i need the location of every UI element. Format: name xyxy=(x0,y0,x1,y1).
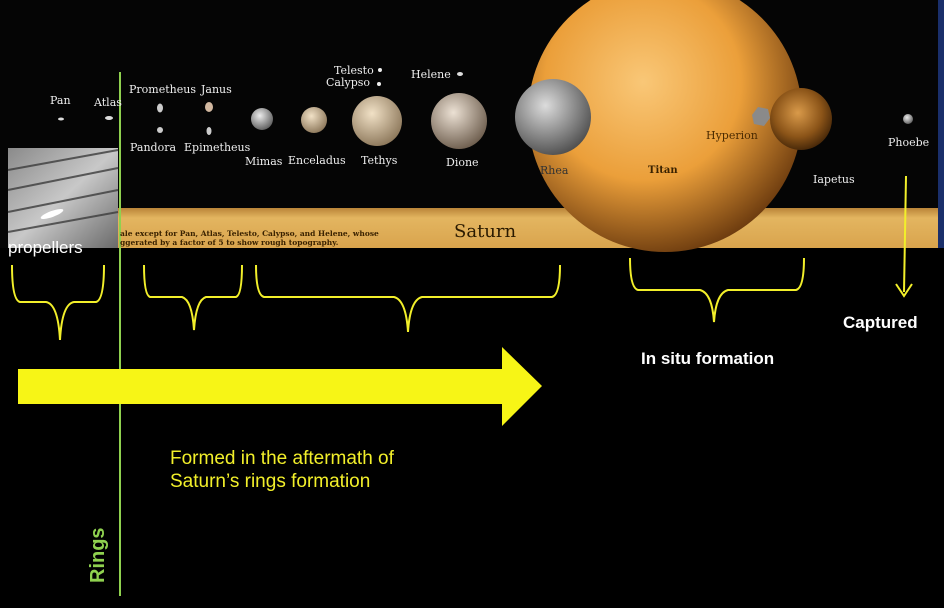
janus-label: Janus xyxy=(201,83,232,96)
helene-moon xyxy=(457,72,463,76)
calypso-label: Calypso xyxy=(326,76,370,89)
atlas-label: Atlas xyxy=(94,96,122,109)
pan-moon xyxy=(58,118,64,121)
saturn-label: Saturn xyxy=(454,221,516,242)
mimas-label: Mimas xyxy=(245,155,282,168)
tethys-moon xyxy=(352,96,402,146)
aftermath-text: Formed in the aftermath of Saturn’s ring… xyxy=(170,447,394,493)
rings-label: Rings xyxy=(87,527,110,583)
bracket-in-situ xyxy=(630,258,804,322)
bracket-inner-moons xyxy=(144,265,242,330)
epimetheus-label: Epimetheus xyxy=(184,141,250,154)
enceladus-label: Enceladus xyxy=(288,154,346,167)
iapetus-label: Iapetus xyxy=(813,173,855,186)
rhea-moon xyxy=(515,79,591,155)
rhea-label: Rhea xyxy=(540,164,568,177)
telesto-moon xyxy=(377,82,381,86)
phoebe-moon xyxy=(903,114,913,124)
mimas-moon xyxy=(251,108,273,130)
pan-label: Pan xyxy=(50,94,71,107)
propellers-label: propellers xyxy=(8,238,83,258)
pandora-moon xyxy=(157,127,163,133)
dione-label: Dione xyxy=(446,156,479,169)
titan-label: Titan xyxy=(648,165,678,176)
brackets xyxy=(12,258,804,340)
pandora-label: Pandora xyxy=(130,141,176,154)
scale-note-line2: ggerated by a factor of 5 to show rough … xyxy=(120,238,338,248)
edge-strip xyxy=(938,0,944,248)
atlas-moon xyxy=(105,116,113,120)
epimetheus-moon xyxy=(207,127,212,135)
captured-label: Captured xyxy=(843,313,918,333)
bracket-mid-moons xyxy=(256,265,560,332)
hyperion-label: Hyperion xyxy=(706,129,758,142)
aftermath-line2: Saturn’s rings formation xyxy=(170,470,394,493)
dione-moon xyxy=(431,93,487,149)
aftermath-line1: Formed in the aftermath of xyxy=(170,447,394,470)
bracket-propellers xyxy=(12,265,104,340)
prometheus-label: Prometheus xyxy=(129,83,196,96)
in-situ-label: In situ formation xyxy=(641,349,774,369)
propellers-image xyxy=(8,148,118,248)
enceladus-moon xyxy=(301,107,327,133)
helene-label: Helene xyxy=(411,68,451,81)
iapetus-moon xyxy=(770,88,832,150)
janus-moon xyxy=(205,102,213,112)
phoebe-label: Phoebe xyxy=(888,136,929,149)
calypso-moon xyxy=(378,68,382,72)
tethys-label: Tethys xyxy=(361,154,397,167)
formation-arrow xyxy=(18,347,542,426)
prometheus-moon xyxy=(157,104,163,113)
